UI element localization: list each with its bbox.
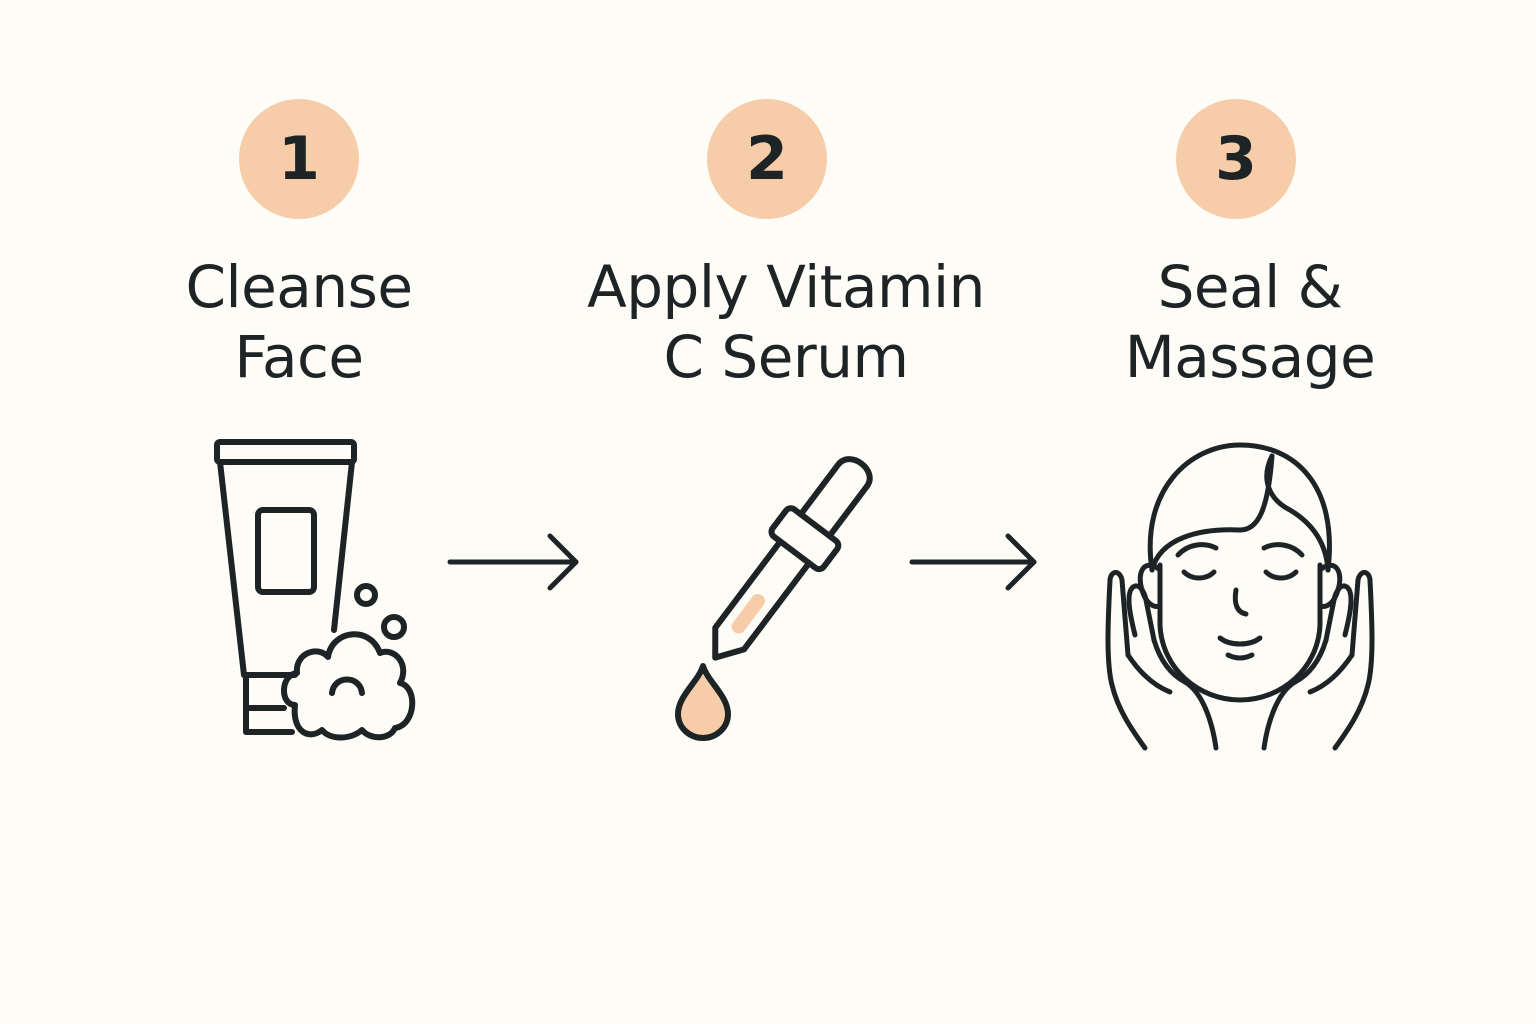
- step-1-number-badge: 1: [239, 99, 359, 219]
- step-1-title-line-2: Face: [234, 323, 364, 391]
- step-1-number: 1: [278, 124, 320, 194]
- arrow-right-icon: [440, 530, 590, 594]
- face-massage-hands-icon: [1090, 430, 1390, 760]
- step-3-title-line-1: Seal &: [1157, 253, 1343, 321]
- arrow-right-icon: [902, 530, 1052, 594]
- step-1-title: Cleanse Face: [69, 252, 529, 392]
- cleanser-tube-with-foam-icon: [200, 425, 430, 745]
- step-3-title-line-2: Massage: [1124, 323, 1376, 391]
- step-3-number: 3: [1215, 124, 1257, 194]
- step-2-title-line-2: C Serum: [663, 323, 909, 391]
- step-3-number-badge: 3: [1176, 99, 1296, 219]
- step-2-title-line-1: Apply Vitamin: [587, 253, 985, 321]
- serum-dropper-icon: [660, 420, 880, 750]
- step-1-title-line-1: Cleanse: [185, 253, 414, 321]
- step-3-title: Seal & Massage: [1020, 252, 1480, 392]
- step-2-number: 2: [746, 124, 788, 194]
- step-2-title: Apply Vitamin C Serum: [556, 252, 1016, 392]
- step-2-number-badge: 2: [707, 99, 827, 219]
